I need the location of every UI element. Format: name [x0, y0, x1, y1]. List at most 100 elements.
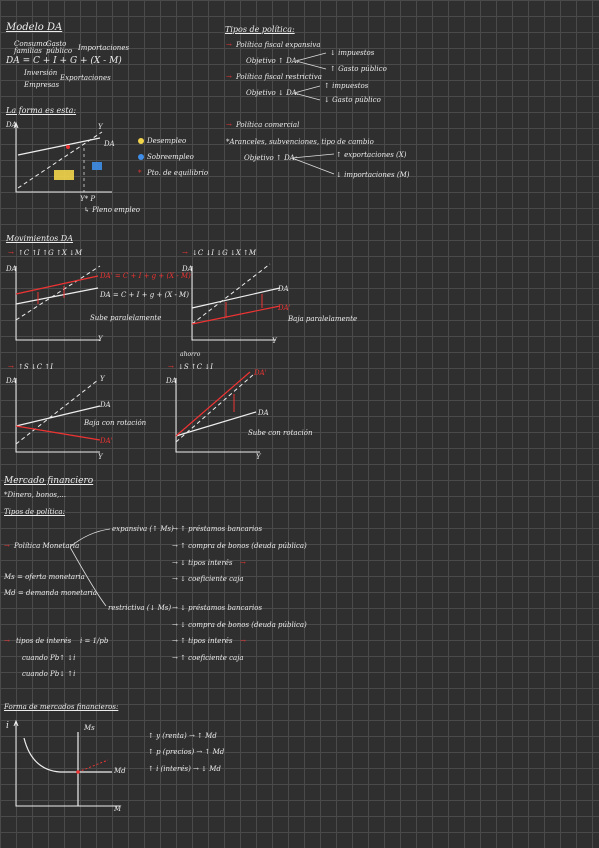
- graph3-rotate-down: [15, 378, 101, 453]
- restrictive-item-1: → ↓ préstamos bancarios: [172, 604, 263, 612]
- note-interest: ↑ i (interés) → ↓ Md: [148, 765, 221, 773]
- expansive-item-1: → ↑ préstamos bancarios: [172, 525, 263, 533]
- graph3-caption: Baja con rotación: [84, 419, 147, 427]
- graph4-caption: Sube con rotación: [248, 429, 313, 437]
- note-income: ↑ y (renta) → ↑ Md: [148, 732, 217, 740]
- da-shape-graph: [13, 121, 112, 193]
- interest-formula: i = 1/pb: [80, 637, 109, 645]
- legend-sobreempleo-icon: [138, 154, 144, 160]
- lower-taxes-label: ↓ impuestos: [330, 49, 375, 57]
- graph2-caption: Baja paralelamente: [288, 315, 358, 323]
- bullet-arrow-icon: →: [8, 363, 14, 371]
- restrictive-item-2: → ↓ compra de bonos (deuda pública): [172, 621, 307, 629]
- interest-rate-label: tipos de interés: [16, 637, 72, 645]
- page-title: Modelo DA: [6, 22, 63, 33]
- md-definition: Md = demanda monetaria: [4, 589, 98, 597]
- graph2-axis: DA: [182, 265, 193, 273]
- exports-up-label: ↑ exportaciones (X): [336, 151, 407, 159]
- raise-spending-label: ↑ Gasto público: [330, 65, 387, 73]
- expansive-item-2: → ↑ compra de bonos (deuda pública): [172, 542, 307, 550]
- legend-desempleo-icon: [138, 138, 144, 144]
- graph3-new-line-label: DA': [100, 437, 113, 445]
- money-market-graph: [13, 719, 120, 807]
- lower-spending-label: ↓ Gasto público: [324, 96, 381, 104]
- graph4-axis: DA: [166, 377, 177, 385]
- full-employment-label: ↳ Pleno empleo: [84, 206, 140, 214]
- expansive-item-4: → ↓ coeficiente caja: [172, 575, 244, 583]
- axis-label-da: DA: [6, 121, 17, 129]
- legend-sobreempleo-label: Sobreempleo: [147, 153, 194, 161]
- movements-heading: Movimientos DA: [6, 234, 73, 243]
- restrictive-item-3: → ↑ tipos interés: [172, 637, 233, 645]
- label-familias: familias: [14, 47, 42, 55]
- commercial-policy-label: Política comercial: [236, 121, 300, 129]
- bullet-arrow-icon: →: [240, 637, 246, 645]
- graph3-y-label-top: Y: [100, 375, 105, 383]
- shape-45-label: Y: [98, 123, 103, 131]
- restrictive-item-4: → ↑ coeficiente caja: [172, 654, 244, 662]
- monetary-types-heading: Tipos de política:: [4, 508, 65, 516]
- bullet-arrow-icon: →: [226, 73, 232, 81]
- fiscal-expansive-label: Política fiscal expansiva: [236, 41, 321, 49]
- policy-types-heading: Tipos de política:: [225, 25, 295, 34]
- fiscal-restrictive-label: Política fiscal restrictiva: [236, 73, 322, 81]
- expansive-item-3: → ↓ tipos interés: [172, 559, 233, 567]
- legend-equilibrium-icon: *: [138, 169, 142, 177]
- label-inversion: Inversión: [24, 69, 58, 77]
- graph3-old-line-label: DA: [100, 401, 111, 409]
- graph4-header-note: ahorro: [180, 351, 201, 358]
- financial-shape-heading: Forma de mercados financieros:: [4, 703, 119, 711]
- bullet-arrow-icon: →: [226, 121, 232, 129]
- graph3-y-label: Y: [98, 453, 103, 461]
- note-prices: ↑ p (precios) → ↑ Md: [148, 748, 225, 756]
- axis-label-i: i: [6, 721, 9, 731]
- restrictive-label: restrictiva (↓ Ms): [108, 604, 172, 612]
- graph4-header: ↓S ↑C ↓I: [178, 363, 213, 371]
- graph1-old-line-label: DA = C + I + g + (X - M): [100, 291, 189, 299]
- bullet-arrow-icon: →: [182, 249, 188, 257]
- shape-heading: La forma es esta:: [6, 106, 77, 115]
- legend-equilibrium-label: Pto. de equilibrio: [147, 169, 209, 177]
- graph1-y-label: Y: [98, 335, 103, 343]
- graph4-new-line-label: DA': [254, 369, 267, 377]
- tariffs-note: *Aranceles, subvenciones, tipo de cambio: [226, 138, 374, 146]
- monetary-policy-label: Política Monetaria: [14, 542, 80, 550]
- graph2-new-line-label: DA': [278, 304, 291, 312]
- when-price-up: cuando Pb↑ ↓i: [22, 654, 76, 662]
- financial-market-heading: Mercado financiero: [4, 476, 94, 486]
- graph1-caption: Sube paralelamente: [90, 314, 162, 322]
- graph1-header: ↑C ↑I ↑G ↑X ↓M: [18, 249, 83, 257]
- graph2-shift-down: [191, 263, 281, 341]
- axis-label-m: M: [114, 805, 122, 813]
- label-publico: público: [46, 47, 73, 55]
- label-exportaciones: Exportaciones: [60, 74, 111, 82]
- ms-definition: Ms = oferta monetaria: [4, 573, 85, 581]
- da-equation: DA = C + I + G + (X - M): [6, 56, 122, 66]
- when-price-down: cuando Pb↓ ↑i: [22, 670, 76, 678]
- graph3-header: ↑S ↓C ↑I: [18, 363, 53, 371]
- graph4-rotate-up: [175, 371, 260, 453]
- bullet-arrow-icon: →: [226, 41, 232, 49]
- expansive-label: expansiva (↑ Ms): [112, 525, 174, 533]
- label-consumo: Consumo: [14, 40, 48, 48]
- objective-up-commercial-label: Objetivo ↑ DA:: [244, 154, 298, 162]
- graph2-old-line-label: DA: [278, 285, 289, 293]
- graph4-old-line-label: DA: [258, 409, 269, 417]
- graph2-y-label: Y: [272, 337, 277, 345]
- bullet-arrow-icon: →: [240, 559, 246, 567]
- graph1-new-line-label: DA' = C + I + g + (X - M): [100, 272, 191, 280]
- graph1-axis: DA: [6, 265, 17, 273]
- imports-down-label: ↓ importaciones (M): [336, 171, 410, 179]
- legend-desempleo-label: Desempleo: [147, 137, 187, 145]
- objective-down-label: Objetivo ↓ DA:: [246, 89, 300, 97]
- raise-taxes-label: ↑ impuestos: [324, 82, 369, 90]
- policy-brackets: [291, 52, 335, 175]
- objective-up-label: Objetivo ↑ DA:: [246, 57, 300, 65]
- bullet-arrow-icon: →: [8, 249, 14, 257]
- money-bonds-note: *Dinero, bonos,...: [4, 491, 66, 499]
- shape-yp-label: Y* P: [80, 195, 96, 203]
- bullet-arrow-icon: →: [168, 363, 174, 371]
- graph2-header: ↓C ↓I ↓G ↓X ↑M: [192, 249, 257, 257]
- graph4-y-label: Y: [256, 453, 261, 461]
- label-gasto: Gasto: [46, 40, 67, 48]
